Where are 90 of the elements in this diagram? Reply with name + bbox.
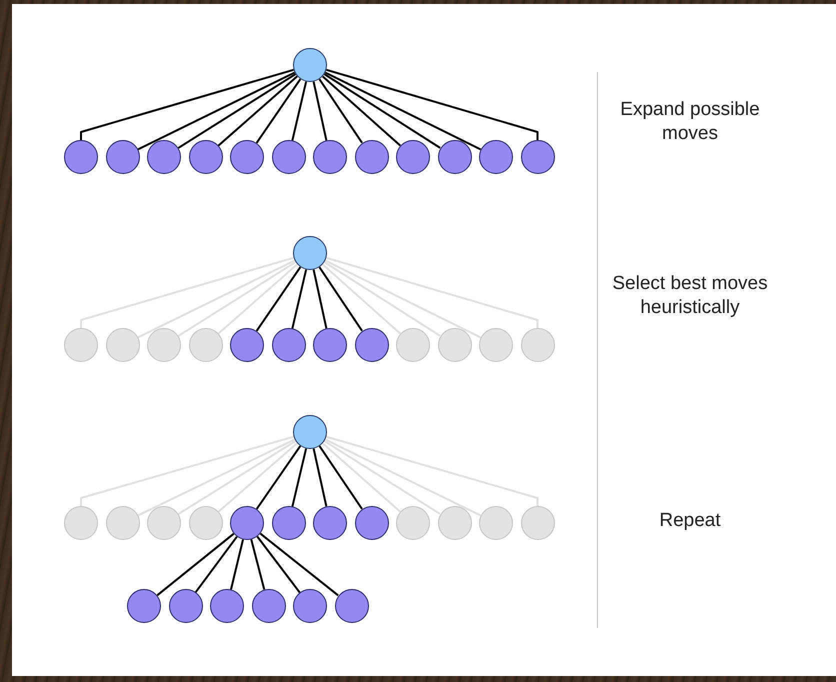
tree-node-circle (106, 506, 140, 540)
connector-line (218, 442, 298, 513)
tree-node-circle (106, 328, 140, 362)
connector-line (322, 264, 401, 334)
connector-line (256, 536, 301, 594)
tree-node-circle (438, 506, 472, 540)
connector-line (256, 78, 302, 144)
tree-node-circle (252, 589, 286, 623)
tree-node-circle (354, 140, 388, 174)
connector-line (324, 72, 482, 150)
tree-node-circle (188, 140, 222, 174)
connector-line (178, 73, 296, 149)
tree-node-circle (438, 328, 472, 362)
tree-node-circle (64, 506, 98, 540)
connector-line (318, 446, 363, 510)
tree-node-circle (293, 589, 327, 623)
connector-line (218, 75, 298, 147)
step-label: Expand possible moves (619, 98, 761, 146)
tree-node-circle (438, 140, 472, 174)
tree-node-circle (479, 328, 513, 362)
connector-line (137, 260, 296, 338)
connector-line (326, 436, 538, 506)
connector-line (230, 539, 244, 590)
tree-node-circle (230, 328, 264, 362)
tree-node-circle (334, 589, 368, 623)
connector-line (324, 440, 441, 515)
connector-line (80, 436, 294, 506)
tree-node-circle (520, 328, 554, 362)
connector-line (291, 81, 308, 141)
tree-node-circle (479, 140, 513, 174)
tree-node-circle (396, 328, 430, 362)
tree-node-circle (147, 140, 181, 174)
connector-line (156, 532, 234, 596)
connector-line (291, 448, 308, 507)
tree-node-circle (293, 48, 327, 82)
tree-node-circle (272, 506, 306, 540)
tree-node-circle (479, 506, 513, 540)
tree-node-circle (313, 328, 347, 362)
tree-node-circle (210, 589, 244, 623)
step-label: Repeat (658, 509, 722, 533)
tree-node-circle (127, 589, 161, 623)
tree-node-circle (188, 328, 222, 362)
tree-node-circle (396, 140, 430, 174)
tree-node-circle (168, 589, 202, 623)
tree-node-circle (188, 506, 222, 540)
tree-node-circle (230, 140, 264, 174)
connector-line (256, 266, 302, 332)
tree-node-circle (354, 328, 388, 362)
tree-node-circle (313, 506, 347, 540)
connector-line (318, 266, 363, 332)
connector-line (322, 442, 401, 512)
connector-line (326, 68, 538, 140)
tree-node-circle (64, 328, 98, 362)
tree-node-circle (293, 236, 327, 270)
tree-node-circle (520, 506, 554, 540)
tree-node-circle (272, 140, 306, 174)
connector-line (318, 78, 363, 144)
connector-line (324, 73, 441, 149)
tree-node-circle (520, 140, 554, 174)
tree-node-circle (272, 328, 306, 362)
connector-line (312, 81, 328, 141)
connector-line (218, 263, 298, 335)
connector-line (324, 260, 482, 338)
connector-line (256, 445, 302, 510)
connector-line (324, 261, 441, 337)
tree-node-circle (147, 328, 181, 362)
connector-line (291, 269, 308, 329)
connector-line (137, 438, 296, 516)
tree-node-circle (313, 140, 347, 174)
tree-node-circle (293, 415, 327, 449)
tree-node-circle (230, 506, 264, 540)
connector-line (312, 448, 328, 507)
connector-line (178, 261, 296, 337)
connector-line (137, 72, 296, 150)
connector-line (312, 269, 328, 329)
connector-line (324, 438, 482, 516)
connector-line (250, 539, 266, 590)
connector-line (80, 68, 294, 140)
tree-node-circle (396, 506, 430, 540)
tree-node-circle (354, 506, 388, 540)
connector-line (326, 256, 538, 328)
connector-line (322, 76, 401, 146)
tree-node-circle (147, 506, 181, 540)
connector-line (80, 256, 294, 328)
connector-line (178, 440, 296, 515)
tree-node-circle (106, 140, 140, 174)
step-label: Select best moves heuristically (611, 272, 769, 320)
tree-node-circle (64, 140, 98, 174)
connector-line (260, 532, 339, 596)
connector-line (194, 536, 238, 593)
